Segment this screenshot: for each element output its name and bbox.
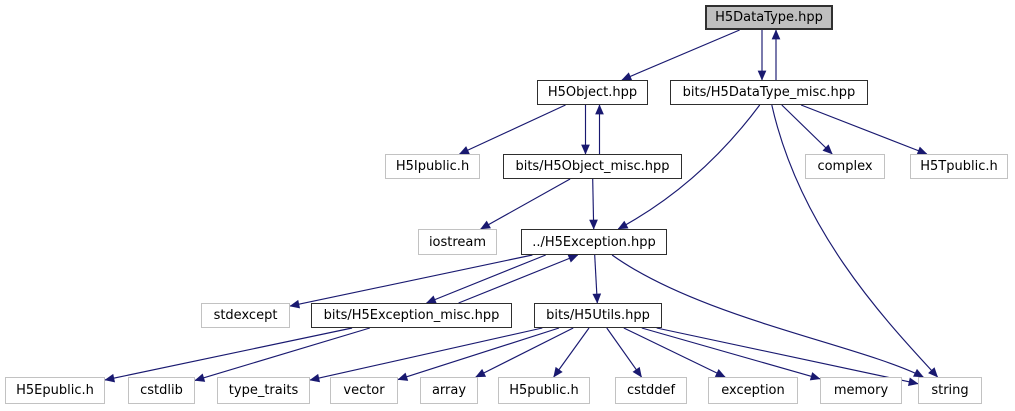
node-label: memory (833, 383, 889, 398)
include-edge (617, 104, 761, 230)
node-cstdlib: cstdlib (128, 377, 195, 404)
node-label: complex (817, 159, 873, 174)
include-edge (104, 327, 353, 383)
node-iostream: iostream (418, 229, 497, 255)
node-memory: memory (820, 377, 902, 404)
node-label: cstdlib (140, 383, 183, 398)
node-h5ipublic: H5Ipublic.h (385, 154, 480, 179)
node-h5datatype_misc[interactable]: bits/H5DataType_misc.hpp (670, 80, 868, 105)
node-label: H5public.h (509, 383, 579, 398)
node-h5exception_misc[interactable]: bits/H5Exception_misc.hpp (311, 303, 512, 328)
node-string: string (918, 377, 982, 404)
node-label: array (431, 383, 467, 398)
node-label: iostream (428, 234, 487, 250)
node-vector: vector (330, 377, 398, 404)
node-label: H5Epublic.h (16, 383, 94, 398)
node-h5object[interactable]: H5Object.hpp (537, 80, 648, 105)
node-h5tpublic: H5Tpublic.h (910, 154, 1008, 179)
include-edge (621, 29, 740, 81)
include-edge (656, 327, 919, 387)
node-label: type_traits (228, 383, 299, 398)
include-edge (800, 104, 928, 155)
node-label: string (931, 383, 969, 398)
node-label: H5Tpublic.h (920, 159, 998, 174)
include-edge (480, 178, 571, 230)
node-cstddef: cstddef (615, 377, 687, 404)
node-h5epublic: H5Epublic.h (5, 377, 105, 404)
node-label: ../H5Exception.hpp (532, 234, 656, 250)
node-h5utils[interactable]: bits/H5Utils.hpp (534, 303, 662, 328)
node-label: vector (343, 383, 385, 398)
node-label: bits/H5DataType_misc.hpp (682, 85, 856, 100)
include-edge (458, 104, 566, 155)
node-label: H5Ipublic.h (395, 159, 470, 174)
node-h5exception[interactable]: ../H5Exception.hpp (521, 229, 667, 255)
include-edge (611, 254, 924, 378)
node-label: exception (721, 383, 785, 398)
include-edge (781, 104, 833, 155)
node-label: H5Object.hpp (547, 85, 638, 100)
include-edge (589, 178, 598, 230)
node-type_traits: type_traits (217, 377, 310, 404)
include-edge (771, 104, 939, 378)
node-array: array (420, 377, 478, 404)
include-edge (641, 327, 821, 381)
node-label: H5DataType.hpp (715, 10, 823, 25)
node-label: bits/H5Exception_misc.hpp (323, 308, 500, 323)
node-label: bits/H5Utils.hpp (546, 308, 650, 323)
node-h5public: H5public.h (498, 377, 590, 404)
include-edge (623, 327, 726, 378)
node-complex: complex (805, 154, 885, 179)
node-stdexcept: stdexcept (201, 303, 290, 328)
node-label: stdexcept (213, 308, 278, 323)
node-exception: exception (708, 377, 798, 404)
node-h5datatype: H5DataType.hpp (705, 5, 833, 30)
node-label: bits/H5Object_misc.hpp (515, 159, 670, 174)
include-edge (553, 327, 590, 378)
include-edge (606, 327, 642, 378)
include-edge (425, 254, 546, 304)
include-edge (289, 254, 533, 309)
include-edge (475, 327, 574, 378)
include-edge (592, 254, 602, 304)
include-edge (309, 327, 543, 383)
include-edge (397, 327, 560, 381)
include-edge (458, 254, 579, 304)
node-label: cstddef (626, 383, 676, 398)
node-h5object_misc[interactable]: bits/H5Object_misc.hpp (503, 154, 682, 179)
include-edge (194, 327, 370, 382)
